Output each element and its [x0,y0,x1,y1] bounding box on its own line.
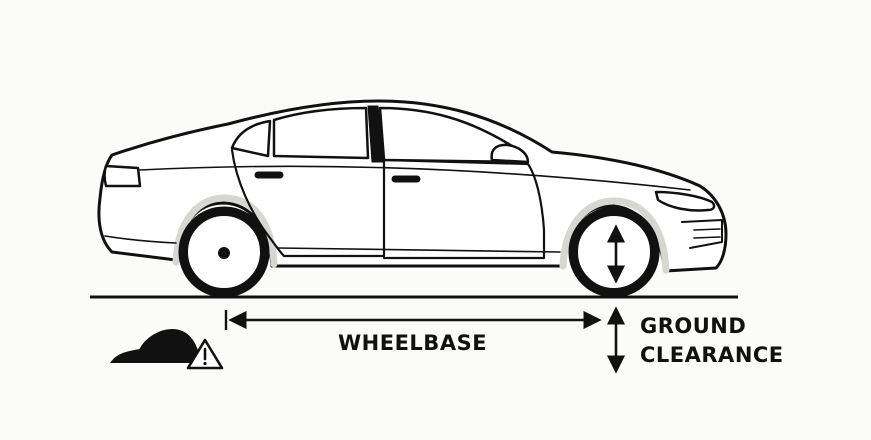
wheelbase-label: WHEELBASE [338,331,488,355]
tail-light [103,164,142,188]
front-bumper [681,219,723,249]
sill-line [277,247,561,253]
side-mirror [490,143,530,164]
front-door-handle [391,175,421,183]
front-door-outline [382,158,546,260]
ground-clearance-label-line2: CLEARANCE [640,343,784,367]
rear-door-handle [254,171,284,179]
warning-triangle-icon [186,338,224,370]
rear-door-window [272,106,370,160]
front-arch-shade [559,197,670,274]
lower-body-line [104,235,177,244]
front-wheel-rim [576,214,652,290]
sedan-side-view-icon [97,99,728,298]
road-bump-icon [109,328,202,363]
rear-wheel-hub [218,247,230,259]
rear-door-outline [230,148,386,258]
rear-window [230,119,272,158]
body-character-line [139,165,691,191]
grille-line [693,228,721,239]
ground-clearance-label-line1: GROUND [640,314,747,338]
headlight [654,190,716,212]
rear-arch-shade [172,194,278,268]
